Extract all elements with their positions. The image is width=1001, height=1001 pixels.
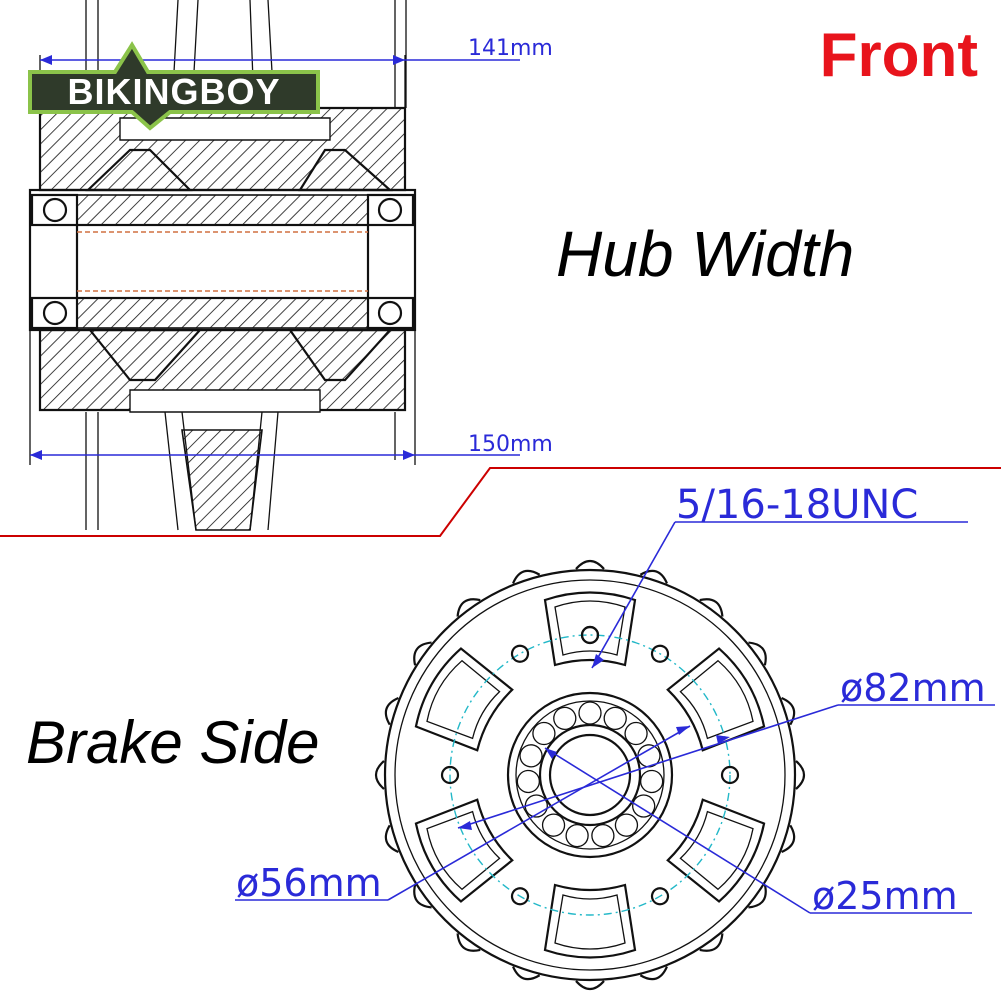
thread-spec-label: 5/16-18UNC [676,482,918,528]
front-label: Front [820,21,978,90]
leader-25 [544,747,972,914]
bolt-circle-label: ø82mm [840,666,986,710]
bikingboy-logo: BIKINGBOY [28,41,320,131]
leader-thread [591,521,968,669]
bearing-bore-label: ø25mm [812,874,958,918]
dimension-141 [40,55,520,65]
section-divider [0,467,1001,537]
leader-82 [457,704,995,830]
brake-side-title: Brake Side [26,709,320,776]
leader-56 [235,725,691,901]
dim-inner-label: 141mm [468,36,553,61]
dim-outer-label: 150mm [468,432,553,457]
logo-text: BIKINGBOY [67,71,280,112]
dimension-150 [30,450,520,460]
hub-width-title: Hub Width [556,218,854,290]
inner-diameter-label: ø56mm [236,861,382,905]
brake-side-view [374,559,806,991]
hub-cross-section [28,0,417,531]
